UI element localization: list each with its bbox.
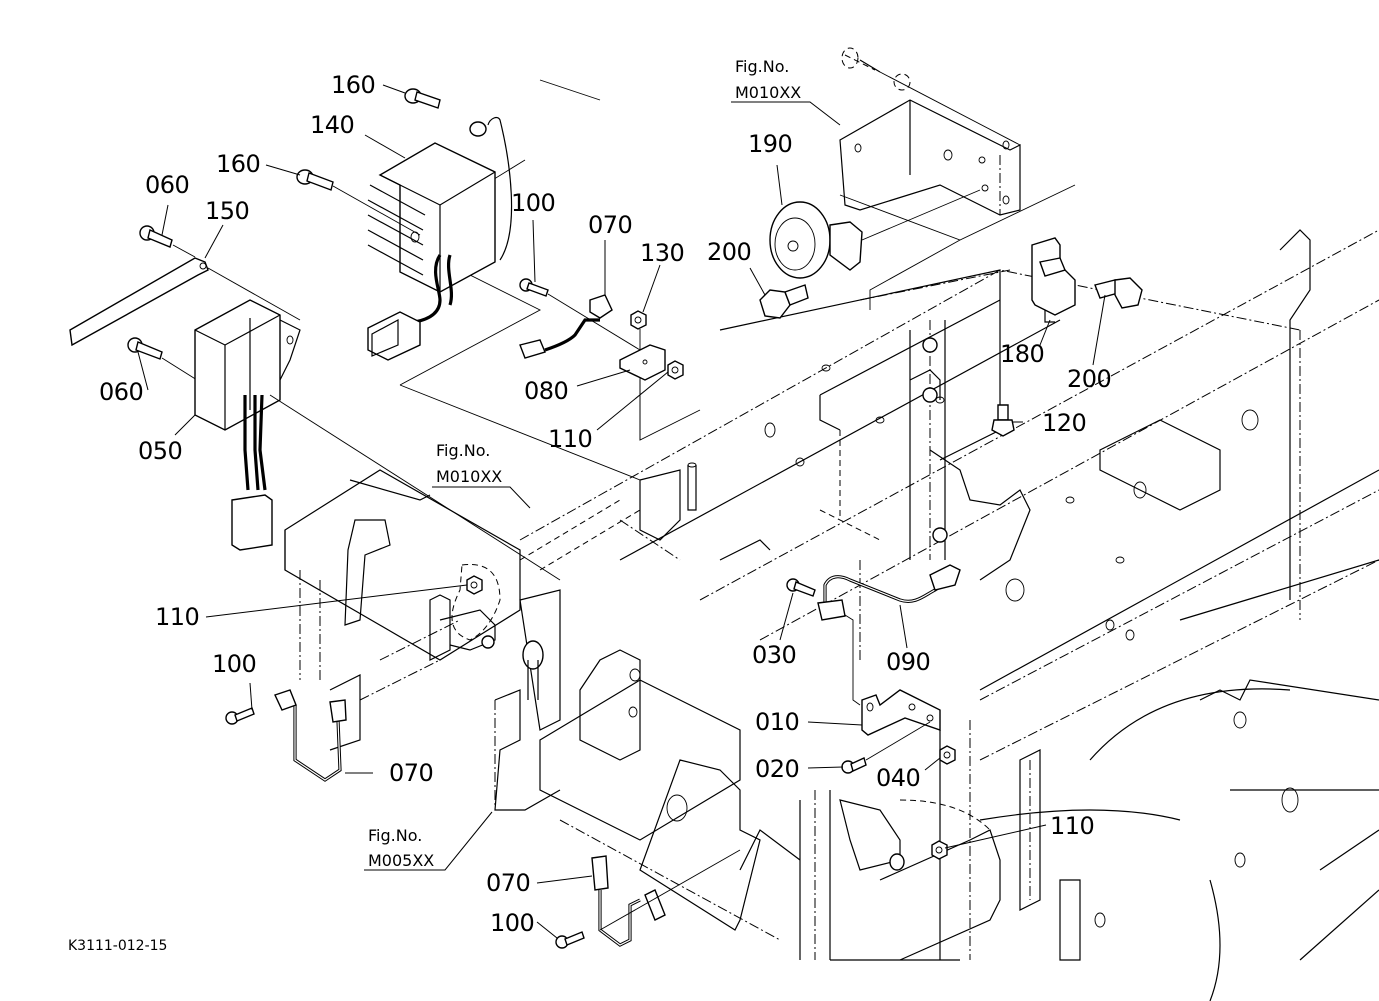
- part-110-nut-upper: [667, 360, 684, 380]
- part-160-bolt-upper: [404, 88, 441, 109]
- part-040-nut: [939, 745, 956, 765]
- callout-070: 070: [389, 759, 433, 787]
- part-200-bolt-right: [1094, 277, 1143, 309]
- part-100-bolt-bottom: [555, 931, 585, 949]
- callout-200: 200: [1067, 365, 1111, 393]
- part-090-harness: [817, 564, 961, 706]
- fig-ref-number: M010XX: [735, 83, 801, 102]
- callout-190: 190: [748, 130, 792, 158]
- callout-100: 100: [490, 909, 534, 937]
- part-070-switch-upper: [519, 294, 613, 359]
- callout-010: 010: [755, 708, 799, 736]
- callout-140: 140: [310, 111, 354, 139]
- callout-200: 200: [707, 238, 751, 266]
- callout-090: 090: [886, 648, 930, 676]
- fig-ref-label: Fig.No.: [436, 441, 490, 460]
- callout-180: 180: [1000, 340, 1044, 368]
- part-010-bracket: [861, 689, 941, 736]
- part-160-bolt-lower: [296, 169, 421, 236]
- fig-ref-label: Fig.No.: [735, 57, 789, 76]
- chassis-frame: [284, 229, 1379, 1001]
- part-060-bolt-upper: [139, 225, 196, 258]
- callout-110: 110: [548, 425, 592, 453]
- part-100-bolt-left: [225, 707, 255, 725]
- callout-060: 060: [145, 171, 189, 199]
- part-200-bolt-left: [759, 284, 809, 319]
- fig-ref-middle: Fig.No. M010XX: [436, 441, 502, 486]
- callout-160: 160: [331, 71, 375, 99]
- callout-030: 030: [752, 641, 796, 669]
- callout-060: 060: [99, 378, 143, 406]
- callout-labels: 160 140 160 060 150 060 050 100 070 130 …: [99, 71, 1112, 937]
- callout-110: 110: [155, 603, 199, 631]
- part-120-bolt: [991, 404, 1015, 437]
- part-080-bracket: [619, 344, 666, 381]
- callout-100: 100: [212, 650, 256, 678]
- fig-ref-number: M005XX: [368, 851, 434, 870]
- fig-ref-label: Fig.No.: [368, 826, 422, 845]
- callout-110: 110: [1050, 812, 1094, 840]
- callout-130: 130: [640, 239, 684, 267]
- callout-150: 150: [205, 197, 249, 225]
- callout-160: 160: [216, 150, 260, 178]
- part-100-bolt-upper: [519, 278, 641, 351]
- callout-070: 070: [588, 211, 632, 239]
- part-110-nut-lower: [889, 840, 948, 871]
- horn-mounting-bracket: [839, 47, 1021, 216]
- callout-020: 020: [755, 755, 799, 783]
- leader-lines: [137, 84, 1106, 939]
- part-070-switch-bottom: [591, 849, 741, 947]
- figure-references: Fig.No. M010XX Fig.No. M010XX Fig.No. M0…: [368, 57, 801, 870]
- callout-070: 070: [486, 869, 530, 897]
- part-070-switch-left: [274, 689, 347, 782]
- fig-ref-number: M010XX: [436, 467, 502, 486]
- fig-ref-upper-right: Fig.No. M010XX: [735, 57, 801, 102]
- part-190-horn: [769, 189, 981, 279]
- part-180-relay: [1031, 237, 1076, 323]
- part-150-ground-strap: [69, 257, 301, 347]
- part-130-nut: [630, 310, 647, 440]
- callout-050: 050: [138, 437, 182, 465]
- callout-080: 080: [524, 377, 568, 405]
- fig-ref-lower-left: Fig.No. M005XX: [368, 826, 434, 870]
- part-110-nut-left: [466, 575, 483, 595]
- part-140-regulator: [367, 116, 513, 361]
- callout-100: 100: [511, 189, 555, 217]
- drawing-code: K3111-012-15: [68, 938, 167, 954]
- part-030-bolt: [786, 578, 816, 597]
- callout-040: 040: [876, 764, 920, 792]
- assembly-planes: [399, 79, 1076, 481]
- callout-120: 120: [1042, 409, 1086, 437]
